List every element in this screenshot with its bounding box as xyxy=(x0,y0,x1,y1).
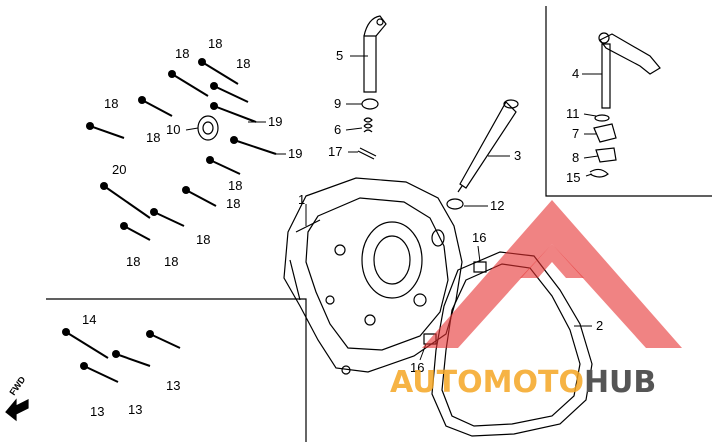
ratchet-spring xyxy=(589,168,609,178)
label-10: 10 xyxy=(166,122,180,137)
kick-shaft xyxy=(598,32,661,109)
fwd-label: FWD xyxy=(7,374,27,397)
label-12: 12 xyxy=(490,198,504,213)
label-18-c: 18 xyxy=(236,56,250,71)
label-15: 15 xyxy=(566,170,580,185)
watermark-auto: AUTO xyxy=(390,365,483,400)
bolt-heads-top xyxy=(86,58,238,230)
label-18-j: 18 xyxy=(228,178,242,193)
label-14: 14 xyxy=(82,312,96,327)
label-5: 5 xyxy=(336,48,343,63)
label-16-b: 16 xyxy=(410,360,424,375)
dowel-pin-upper xyxy=(473,261,487,273)
bolt-group-top xyxy=(89,61,277,241)
watermark-logo: AUTOMOTOHUB xyxy=(390,365,656,400)
label-18-g: 18 xyxy=(196,232,210,247)
label-13-b: 13 xyxy=(128,402,142,417)
pin xyxy=(357,147,377,160)
ratchet-plate xyxy=(595,147,617,163)
label-18-b: 18 xyxy=(208,36,222,51)
label-3: 3 xyxy=(514,148,521,163)
fwd-arrow-icon xyxy=(5,398,29,422)
leader-lines xyxy=(185,55,602,361)
inset-frame-right xyxy=(545,6,712,197)
washer xyxy=(361,98,379,110)
part-labels: 5 9 6 17 3 12 4 11 7 8 15 18 18 18 18 18… xyxy=(82,36,603,419)
label-18-h: 18 xyxy=(164,254,178,269)
dipstick xyxy=(457,99,519,193)
label-18-d: 18 xyxy=(104,96,118,111)
o-ring xyxy=(446,198,464,210)
ratchet-guide xyxy=(593,123,617,143)
label-4: 4 xyxy=(572,66,579,81)
label-8: 8 xyxy=(572,150,579,165)
label-13-c: 13 xyxy=(90,404,104,419)
spring xyxy=(363,117,373,133)
watermark-triangle-icon xyxy=(422,200,682,348)
watermark-moto: MOTO xyxy=(483,365,584,400)
oil-seal xyxy=(197,115,219,141)
label-9: 9 xyxy=(334,96,341,111)
label-6: 6 xyxy=(334,122,341,137)
bolt-heads-lower xyxy=(62,328,154,370)
shift-shaft xyxy=(363,15,387,93)
label-18-f: 18 xyxy=(226,196,240,211)
label-2: 2 xyxy=(596,318,603,333)
label-16-a: 16 xyxy=(472,230,486,245)
label-18-a: 18 xyxy=(175,46,189,61)
circlip xyxy=(594,114,610,122)
label-11: 11 xyxy=(566,106,580,121)
label-7: 7 xyxy=(572,126,579,141)
watermark-hub: HUB xyxy=(584,365,656,400)
label-19-b: 19 xyxy=(288,146,302,161)
label-20: 20 xyxy=(112,162,126,177)
label-18-e: 18 xyxy=(146,130,160,145)
inset-frame-left xyxy=(46,298,307,442)
label-18-i: 18 xyxy=(126,254,140,269)
label-17: 17 xyxy=(328,144,342,159)
label-19-a: 19 xyxy=(268,114,282,129)
label-1: 1 xyxy=(298,192,305,207)
bolt-group-lower xyxy=(65,331,181,383)
label-13-a: 13 xyxy=(166,378,180,393)
